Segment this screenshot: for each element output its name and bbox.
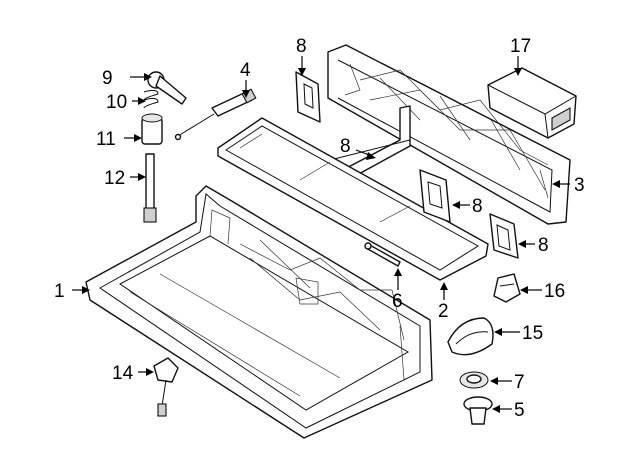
callout-8-lower[interactable]: 8 <box>538 235 549 256</box>
callout-leaders <box>72 56 570 413</box>
callout-15[interactable]: 15 <box>522 323 543 344</box>
part-8-bracket-middle[interactable] <box>419 169 451 223</box>
callout-8-middle[interactable]: 8 <box>472 196 483 217</box>
part-16-latch[interactable] <box>493 273 521 303</box>
part-10-handle[interactable] <box>147 71 187 105</box>
part-3-rear-panel[interactable] <box>327 44 571 225</box>
callout-14[interactable]: 14 <box>112 363 134 384</box>
part-1-bed[interactable] <box>85 185 433 439</box>
part-5-plug[interactable] <box>463 396 493 425</box>
callout-4-text[interactable]: 4 <box>240 60 251 81</box>
part-11-spring[interactable] <box>143 89 159 109</box>
part-14-lamp-assembly[interactable] <box>153 357 179 417</box>
part-12-sleeve[interactable] <box>141 113 163 145</box>
callout-5[interactable]: 5 <box>514 400 525 421</box>
callout-13[interactable]: 12 <box>104 168 125 189</box>
part-8-bracket-lower[interactable] <box>489 213 519 259</box>
part-13-rod[interactable] <box>143 153 157 223</box>
callout-8-top[interactable]: 8 <box>296 36 307 57</box>
callout-12[interactable]: 11 <box>96 129 116 150</box>
callout-labels: 17 8 17 4 9 10 11 8 12 3 8 8 1 6 2 16 15… <box>54 36 585 421</box>
part-17-storage-box[interactable] <box>487 67 577 139</box>
callout-7[interactable]: 7 <box>514 372 525 393</box>
callout-1[interactable]: 1 <box>54 281 65 302</box>
callout-10[interactable]: 9 <box>102 68 113 89</box>
callout-11[interactable]: 10 <box>106 92 127 113</box>
part-7-grommet[interactable] <box>459 371 489 389</box>
part-15-cap[interactable] <box>447 317 494 356</box>
callout-6[interactable]: 6 <box>392 291 403 312</box>
callout-3[interactable]: 3 <box>574 175 585 196</box>
part-6-pin[interactable] <box>364 242 401 267</box>
callout-2[interactable]: 2 <box>438 301 449 322</box>
callout-17[interactable]: 17 <box>510 36 531 57</box>
part-2-tray[interactable] <box>217 117 489 281</box>
part-8-bracket-top[interactable] <box>295 71 321 123</box>
callout-16[interactable]: 16 <box>544 281 565 302</box>
callout-9[interactable]: 8 <box>340 136 351 157</box>
